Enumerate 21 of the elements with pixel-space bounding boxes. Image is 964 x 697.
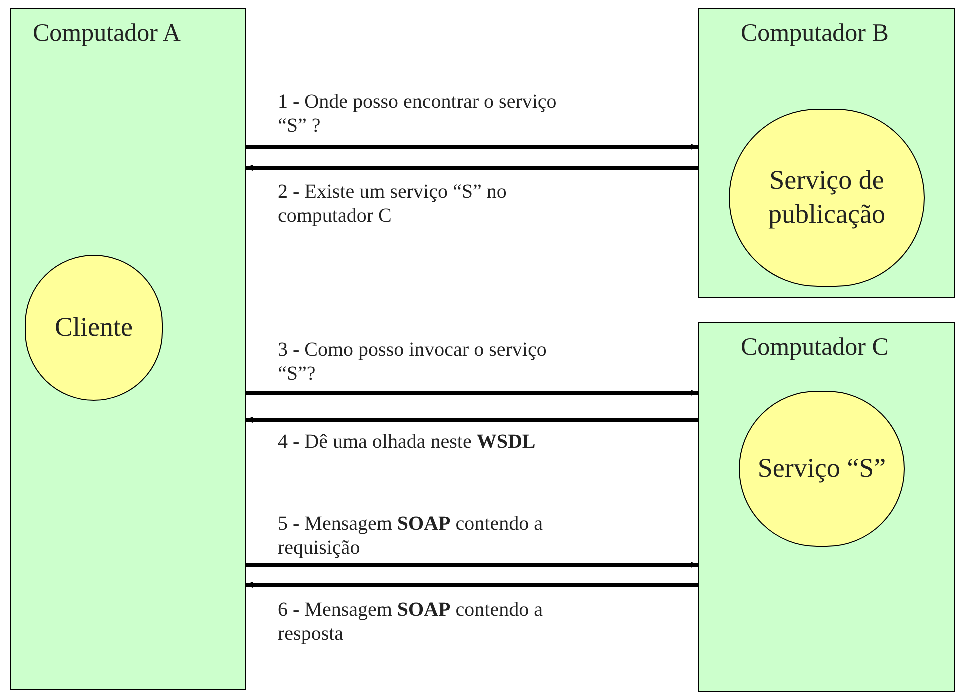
- computer-box: [10, 8, 246, 690]
- arrow: [245, 165, 698, 171]
- edge-label: 3 - Como posso invocar o serviço “S”?: [278, 338, 548, 386]
- box-heading: Computador B: [741, 19, 889, 49]
- box-heading: Computador A: [33, 19, 181, 49]
- edge-label: 2 - Existe um serviço “S” no computador C: [278, 180, 508, 228]
- node-label: Cliente: [54, 311, 134, 344]
- arrow: [246, 390, 699, 396]
- arrow: [246, 562, 699, 568]
- node-label: Serviço de publicação: [768, 164, 886, 231]
- computer-box: [698, 8, 955, 298]
- box-heading: Computador C: [741, 333, 889, 363]
- computer-box: [698, 322, 955, 692]
- arrow: [245, 582, 698, 588]
- edge-label: 1 - Onde posso encontrar o serviço “S” ?: [278, 90, 558, 138]
- arrow: [246, 144, 699, 150]
- edge-label: 4 - Dê uma olhada neste WSDL: [278, 430, 537, 454]
- arrow: [245, 417, 698, 423]
- edge-label: 5 - Mensagem SOAP contendo a requisição: [278, 512, 544, 560]
- edge-label: 6 - Mensagem SOAP contendo a resposta: [278, 598, 544, 646]
- node-label: Serviço “S”: [756, 452, 888, 486]
